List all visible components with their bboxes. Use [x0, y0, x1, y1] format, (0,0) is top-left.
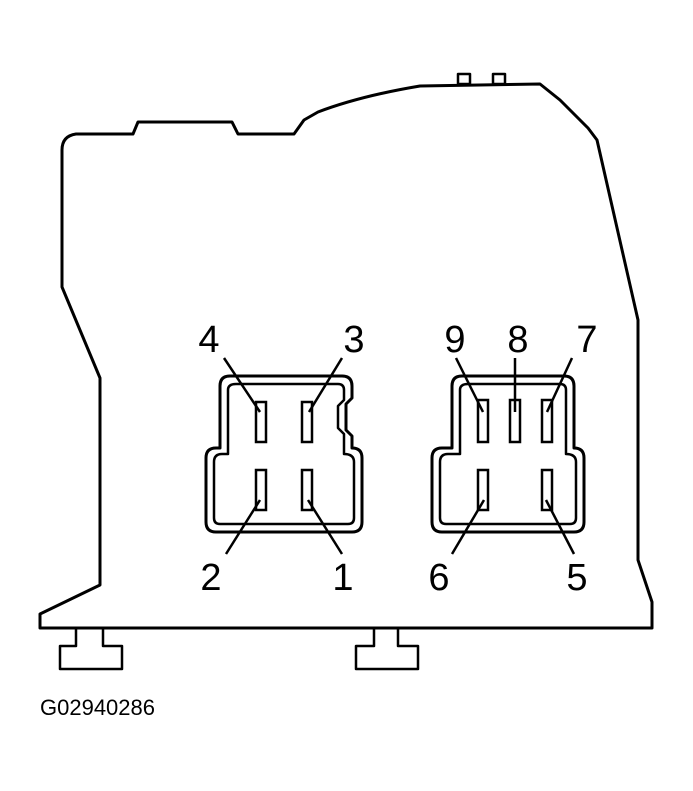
pin-9-leader — [454, 357, 485, 413]
connector-a-inner — [212, 382, 356, 526]
pin-5-terminal — [540, 468, 554, 512]
pin-label-9: 9 — [444, 319, 465, 361]
pin-3-leader — [307, 357, 344, 413]
pin-5-leader — [544, 499, 576, 555]
pin-label-7: 7 — [576, 319, 597, 361]
figure-id: G02940286 — [40, 695, 155, 720]
top-tab-left — [456, 72, 472, 86]
connector-b-inner — [438, 382, 578, 526]
top-tab-right — [491, 72, 507, 86]
pin-7-leader — [545, 357, 574, 413]
pin-label-2: 2 — [200, 557, 221, 599]
pin-6-terminal — [476, 468, 490, 512]
pin-label-1: 1 — [332, 557, 353, 599]
connector-b: 9 8 7 6 5 — [428, 319, 597, 599]
pin-label-5: 5 — [566, 557, 587, 599]
pin-2-leader — [224, 499, 262, 555]
pin-4-terminal — [254, 400, 268, 444]
pin-7-terminal — [540, 398, 554, 444]
pin-1-leader — [306, 499, 344, 555]
pin-label-3: 3 — [343, 319, 364, 361]
connector-a-shell — [204, 374, 364, 534]
mounting-foot-left — [58, 628, 124, 671]
pin-label-8: 8 — [507, 319, 528, 361]
mounting-foot-center — [354, 628, 420, 671]
pin-1-terminal — [300, 468, 314, 512]
pin-label-6: 6 — [428, 557, 449, 599]
pin-3-terminal — [300, 400, 314, 444]
connector-a: 4 3 2 1 — [198, 319, 364, 599]
pin-label-4: 4 — [198, 319, 219, 361]
pin-2-terminal — [254, 468, 268, 512]
pin-6-leader — [450, 499, 486, 555]
pin-9-terminal — [476, 398, 490, 444]
pin-4-leader — [222, 357, 262, 413]
